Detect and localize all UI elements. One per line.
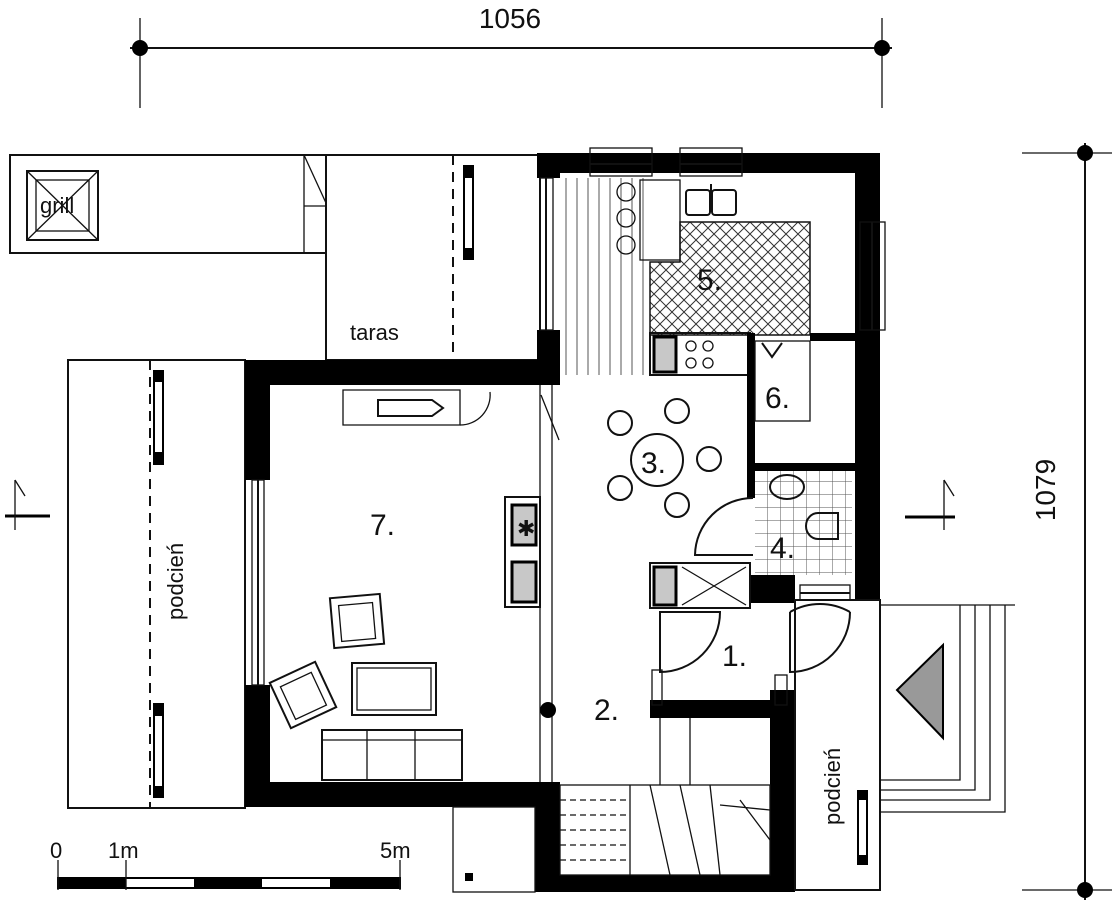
hall-door[interactable] [659,611,722,674]
room-2-label: 2. [594,694,619,727]
room-4-label: 4. [770,532,795,565]
left-porch-label: podcień [163,543,188,620]
room-1-label: 1. [722,640,747,673]
grill-label: grill [40,193,74,218]
bathroom-door[interactable] [693,497,754,556]
dining-table [607,398,722,518]
scale-1m: 1m [108,838,139,863]
door-jamb [774,674,788,706]
terrace-label: taras [350,320,399,345]
depth-label: 1079 [1030,459,1061,521]
grill-area: grill [9,154,327,254]
door-jamb [651,669,663,706]
depth-dimension: 1079 [1022,143,1112,900]
stove [649,332,751,376]
right-porch: podcień [794,599,1015,891]
terrace: taras [325,154,541,361]
kitchen-floor-pattern [649,221,811,336]
room-5-label: 5. [697,264,722,297]
scale-5m: 5m [380,838,411,863]
post [465,873,473,881]
left-porch: podcień [67,359,246,809]
side-step [452,806,536,893]
bar-counter [639,179,681,261]
section-marker-left [5,479,50,530]
entrance-door[interactable] [789,602,851,674]
width-label: 1056 [479,3,541,34]
wardrobe [649,562,751,609]
pantry-cabinet [754,340,811,422]
living-furniture [268,592,463,781]
hall-partition [539,385,560,782]
windows [251,147,886,686]
sink [685,184,737,216]
tv-cabinet [342,389,491,426]
staircase [559,718,771,876]
right-porch-label: podcień [820,748,845,825]
fireplace-symbol-icon: ✱ [517,516,535,541]
scale-zero: 0 [50,838,62,863]
scale-bar: 0 1m 5m [50,838,411,890]
section-marker-right [905,479,955,530]
walls [245,153,880,892]
pantry-door-swing [761,342,783,359]
width-dimension: 1056 [130,3,892,108]
room-7-label: 7. [370,509,395,542]
washbasin [769,474,805,500]
room-6-label: 6. [765,382,790,415]
dining-floor-pattern [560,178,650,375]
room-3-label: 3. [641,447,666,480]
toilet [805,512,839,540]
bar-stools [616,182,636,255]
fireplace: ✱ [504,496,541,608]
